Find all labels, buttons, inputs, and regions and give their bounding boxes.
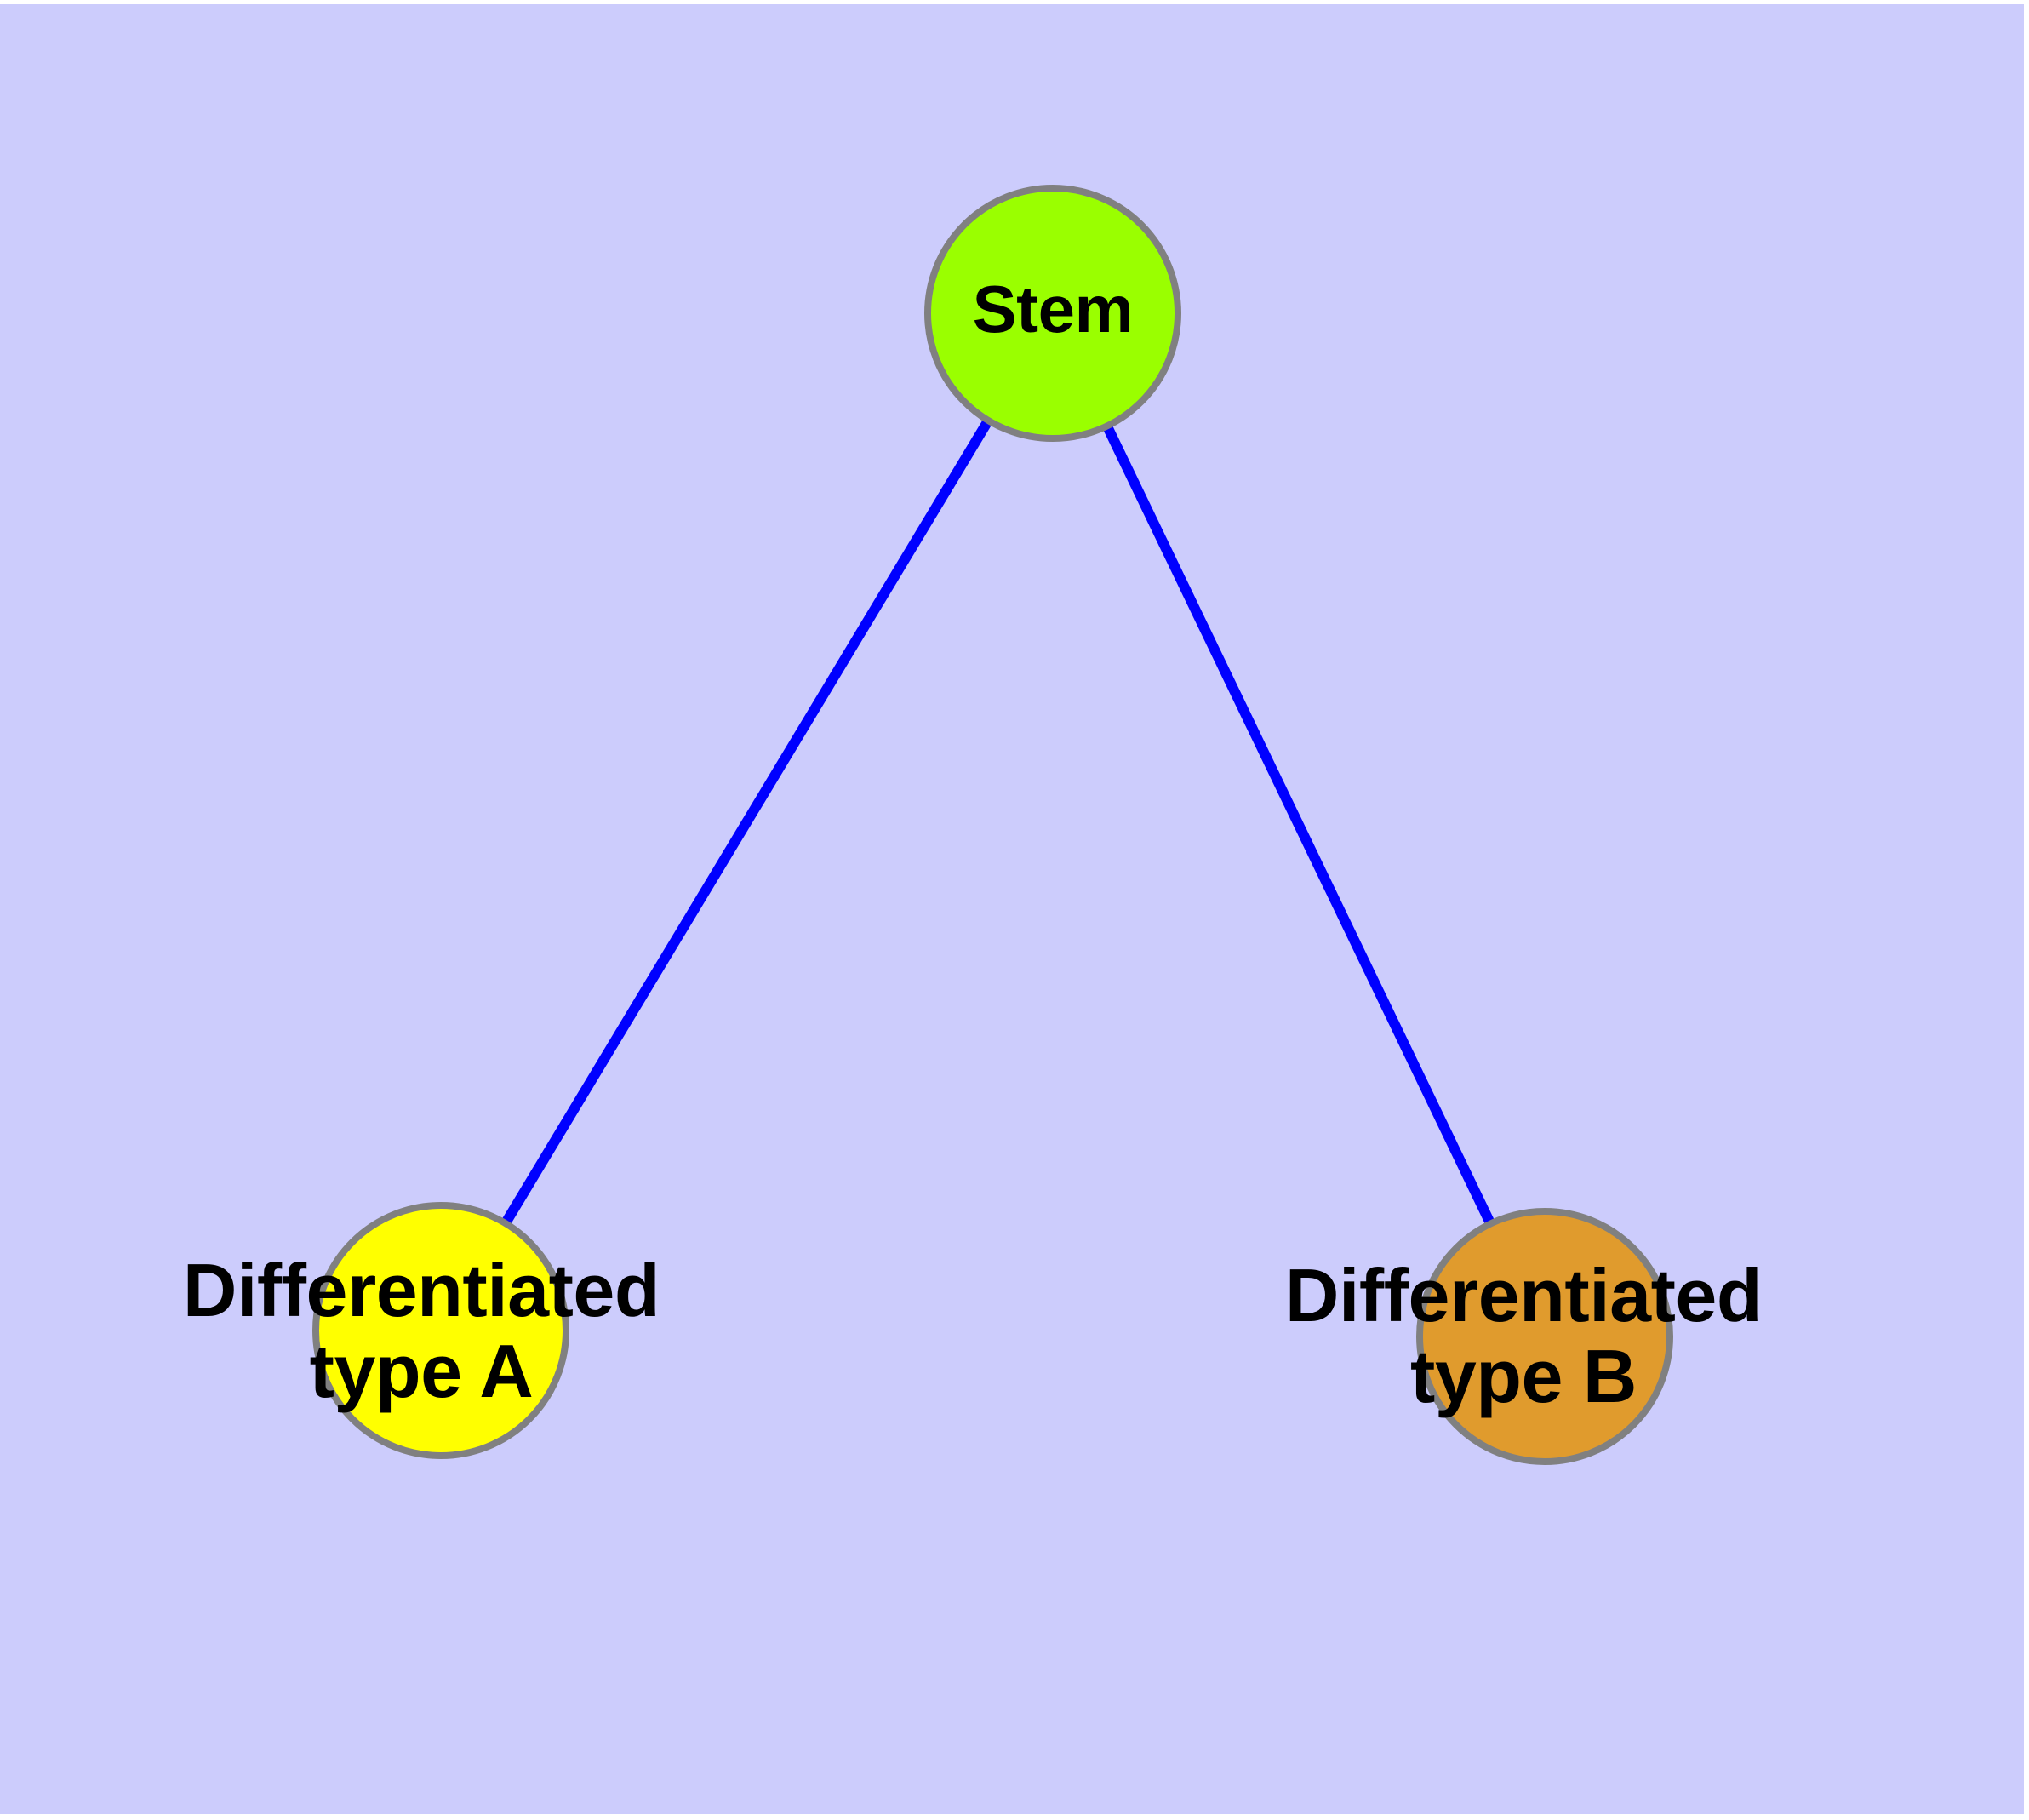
node-differentiated-type-a[interactable]	[312, 1202, 569, 1459]
edge-stem-to-type-b	[1048, 311, 1550, 1339]
node-layer	[312, 185, 1673, 1465]
node-differentiated-type-b[interactable]	[1416, 1208, 1673, 1465]
edge-stem-to-type-a	[436, 310, 1058, 1334]
node-stem[interactable]	[924, 185, 1181, 442]
edge-layer	[436, 310, 1550, 1339]
